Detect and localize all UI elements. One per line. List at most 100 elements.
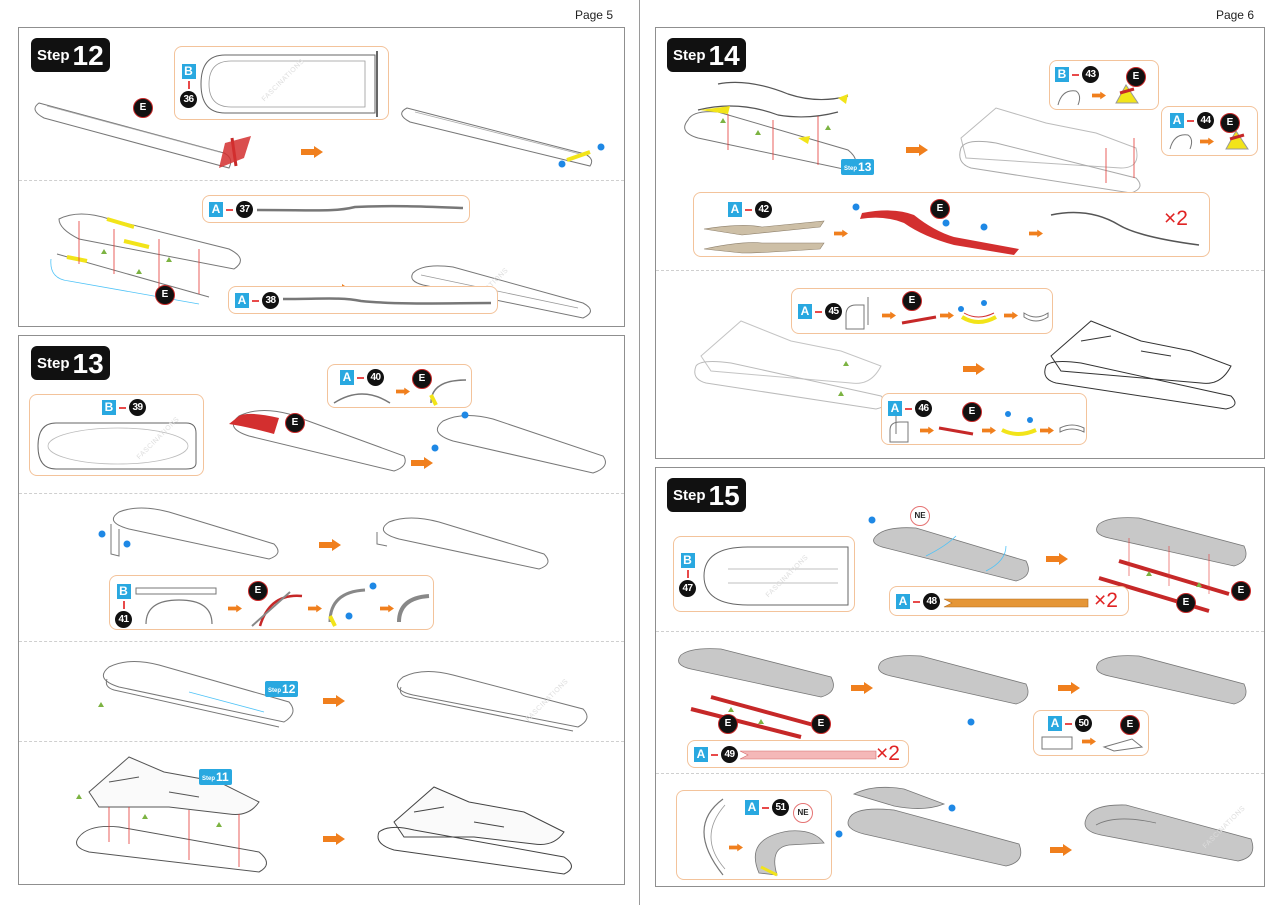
arrow-right-icon (1092, 91, 1106, 100)
multiplier-label: ×2 (876, 742, 900, 765)
frame-result-drawing (401, 107, 605, 168)
part-number: 45 (825, 303, 842, 320)
part-callout-41: B 41 E (109, 575, 434, 630)
step-45-drawing (845, 297, 869, 330)
jetski-complete-drawing (1044, 320, 1236, 410)
pin-e-marker: E (412, 369, 432, 389)
rail-top-assembly-drawing (684, 81, 856, 171)
hull-47-drawing (703, 546, 849, 606)
connector-dash (913, 600, 920, 603)
step-word: Step (673, 487, 706, 504)
part-number: 48 (923, 593, 940, 610)
arrow-right-icon (396, 387, 410, 396)
step-15-panel: Step 15 B 47 FASCINATIONS N (655, 467, 1265, 887)
arrow-right-icon (323, 695, 345, 707)
step-46-fold-drawing (1001, 411, 1037, 436)
step-word: Step (673, 47, 706, 64)
sheet-badge: B (1055, 67, 1069, 82)
pin-e-marker: E (1120, 715, 1140, 735)
step-badge: Step 15 (667, 478, 746, 512)
hull-deck-assembly-drawing (98, 661, 294, 728)
bow-41-fold-drawing (328, 582, 377, 627)
pin-e-marker: E (930, 199, 950, 219)
no-glue-marker: NE (793, 803, 813, 823)
arrow-right-icon (323, 833, 345, 845)
step-13-substep-1: Step 13 B 39 FASCINATIONS E (19, 336, 624, 493)
page-number: Page 6 (1215, 8, 1254, 22)
step-45-fold-drawing (958, 300, 997, 324)
part-label: A 40 (340, 369, 384, 386)
connector-dash (1065, 722, 1072, 725)
connector-dash (252, 299, 259, 302)
connector-dash (119, 406, 126, 409)
hull-keel-assembly-drawing (678, 648, 834, 739)
step-12-reference-tag: Step 12 (265, 681, 299, 697)
hull-complete-drawing (1084, 804, 1254, 862)
no-glue-marker: NE (910, 506, 930, 526)
step-ref-number: 11 (216, 770, 229, 784)
step-ref-word: Step (202, 776, 216, 782)
page-5: Page 5 Step 12 B 36 FASCINATIONS (18, 0, 640, 905)
pin-e-marker: E (902, 291, 922, 311)
connector-dash (122, 601, 125, 609)
part-callout-49: A 49 ×2 (687, 740, 909, 768)
floor-result-drawing (431, 411, 606, 474)
part-label: A 51 (745, 799, 789, 816)
step-12-panel: Step 12 B 36 FASCINATIONS (18, 27, 625, 327)
step-number: 15 (708, 480, 740, 511)
step-number: 14 (708, 40, 740, 71)
arrow-right-icon (1058, 682, 1080, 694)
frame-36-drawing (200, 51, 378, 117)
step-ref-word: Step (844, 166, 858, 172)
arrow-right-icon (963, 363, 985, 375)
bow-41-drawing (135, 587, 217, 625)
step-number: 12 (72, 40, 104, 71)
part-number: 39 (129, 399, 146, 416)
connector-dash (762, 806, 769, 809)
arc-40-drawing (333, 393, 391, 404)
step-badge: Step 14 (667, 38, 746, 72)
part-label: A 48 (896, 593, 940, 610)
bow-41-result-drawing (397, 594, 430, 623)
arrow-right-icon (940, 311, 954, 320)
part-callout-36: B 36 FASCINATIONS (174, 46, 389, 120)
step-13-panel: Step 13 B 39 FASCINATIONS E (18, 335, 625, 885)
part-callout-46: A 46 E (881, 393, 1087, 445)
arc-40-folded-drawing (429, 379, 467, 406)
arrow-right-icon (308, 604, 322, 613)
step-14-panel: Step 14 Step 13 (655, 27, 1265, 459)
part-callout-47: B 47 FASCINATIONS (673, 536, 855, 612)
frame-assembly-drawing (34, 102, 251, 169)
connector-dash (1072, 73, 1079, 76)
step-number: 13 (72, 348, 104, 379)
bow-assembly-drawing (98, 507, 279, 560)
sheet-badge: B (181, 64, 196, 79)
step-46-drawing (889, 416, 909, 443)
step-12-substep-2: A 37 E NE (19, 180, 624, 328)
page-6: Page 6 Step 14 Step 13 (640, 0, 1280, 905)
connector-dash (187, 81, 190, 89)
connector-dash (226, 208, 233, 211)
part-label: A 42 (728, 201, 772, 218)
part-label: A 37 (209, 201, 253, 218)
step-15-substep-1: Step 15 B 47 FASCINATIONS N (656, 468, 1264, 631)
step-ref-word: Step (268, 688, 282, 694)
sheet-badge: A (888, 401, 902, 416)
step-12-substep-1: Step 12 B 36 FASCINATIONS (19, 28, 624, 180)
step-badge: Step 12 (31, 38, 110, 72)
hull-keel-result-drawing (878, 655, 1029, 726)
step-badge: Step 13 (31, 346, 110, 380)
arrow-right-icon (982, 426, 996, 435)
intake-50-drawing (1041, 736, 1073, 750)
jetski-body-result-drawing (377, 786, 572, 875)
part-callout-38: A 38 (228, 286, 498, 314)
part-callout-39: B 39 FASCINATIONS (29, 394, 204, 476)
step-45-result-drawing (1023, 312, 1049, 322)
connector-dash (686, 570, 689, 578)
part-label: A 44 (1170, 112, 1214, 129)
step-13-substep-3: Step 12 FASCINATIONS (19, 641, 624, 741)
part-label: A 50 (1048, 715, 1092, 732)
sheet-badge: A (340, 370, 354, 385)
arrow-right-icon (729, 843, 743, 852)
hull-deck-result-drawing (396, 671, 588, 732)
